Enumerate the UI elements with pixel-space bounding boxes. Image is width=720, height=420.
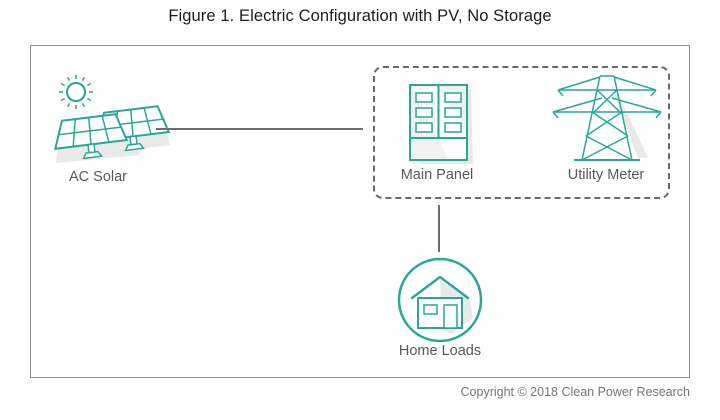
copyright-notice: Copyright © 2018 Clean Power Research bbox=[460, 385, 690, 399]
node-label-main-panel: Main Panel bbox=[400, 167, 474, 183]
house-icon bbox=[410, 275, 470, 329]
connector-solar-to-main-panel bbox=[156, 128, 363, 130]
solar-panel-front bbox=[53, 113, 129, 160]
node-label-home-loads: Home Loads bbox=[398, 343, 482, 359]
diagram-frame bbox=[30, 45, 690, 378]
panel-meter-boundary-box bbox=[373, 66, 670, 199]
node-label-ac-solar: AC Solar bbox=[68, 169, 128, 185]
utility-meter-icon bbox=[552, 75, 662, 161]
ac-solar-icon bbox=[53, 75, 171, 163]
main-panel-icon bbox=[409, 84, 473, 164]
home-loads-icon bbox=[397, 257, 483, 343]
node-label-utility-meter: Utility Meter bbox=[567, 167, 645, 183]
breaker-switches bbox=[415, 92, 462, 133]
sun-icon bbox=[59, 75, 93, 109]
connector-main-panel-to-home-loads bbox=[438, 205, 440, 252]
figure-title: Figure 1. Electric Configuration with PV… bbox=[168, 7, 552, 25]
